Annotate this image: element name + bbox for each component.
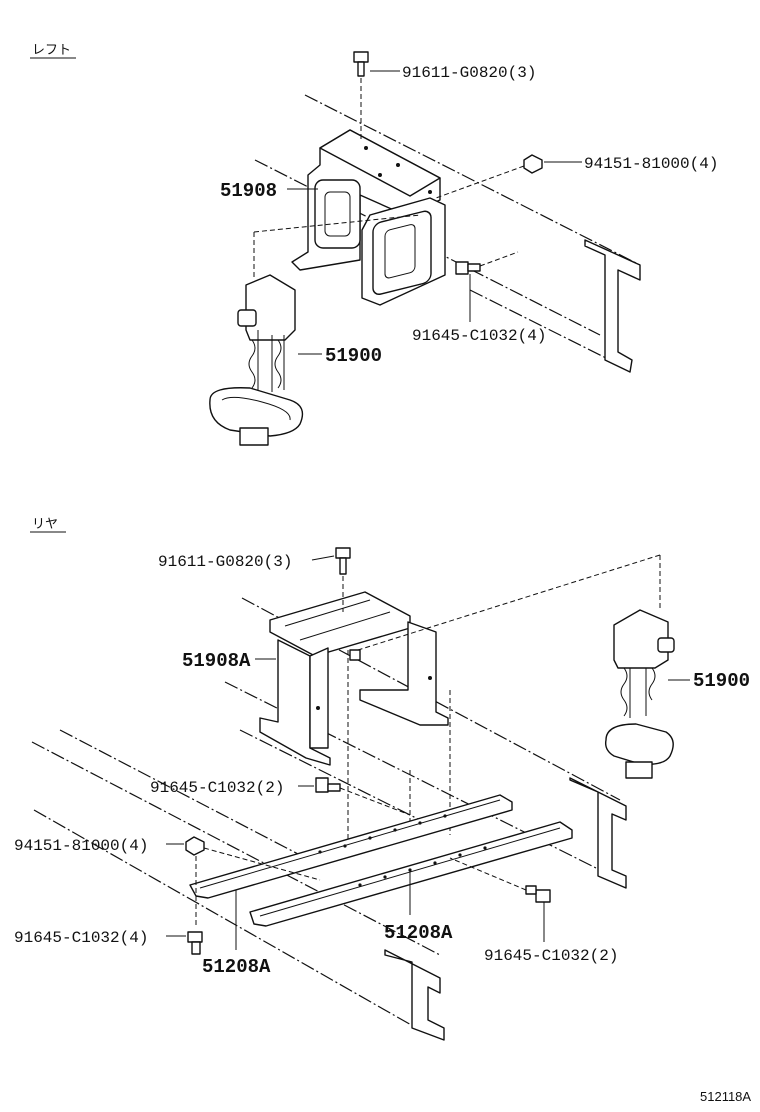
rear-label-bolt-c: 91645-C1032(2): [484, 947, 618, 965]
rear-label-bolt-b: 91645-C1032(4): [14, 929, 148, 947]
figure-code: 512118A: [700, 1089, 751, 1104]
rear-nut-icon: [185, 836, 321, 925]
rear-label-bolt-top: 91611-G0820(3): [158, 553, 292, 571]
left-label-bolt-side: 91645-C1032(4): [412, 327, 546, 345]
rear-bolt-c-icon: [449, 857, 551, 903]
rear-label-carrier: 51900: [693, 670, 750, 692]
rear-bolt-a-icon: [315, 777, 411, 816]
rear-label-rail-a: 51208A: [202, 956, 271, 978]
section-rear-title: リヤ: [32, 517, 58, 532]
left-carrier-51900: [209, 274, 304, 446]
left-bolt-top-icon: [353, 51, 369, 140]
rear-bolt-b-icon: [187, 931, 203, 955]
rear-frame-rails: [31, 597, 627, 1041]
rear-leader-bolt-top: [311, 555, 335, 561]
rear-label-bolt-a: 91645-C1032(2): [150, 779, 284, 797]
left-label-carrier: 51900: [325, 345, 382, 367]
rear-label-rail-b: 51208A: [384, 922, 453, 944]
section-left: レフト: [30, 43, 718, 446]
section-left-title: レフト: [32, 43, 71, 58]
section-rear: リヤ: [14, 517, 750, 1041]
left-label-bracket: 51908: [220, 180, 277, 202]
left-nut-icon: [435, 154, 543, 199]
left-label-bolt-top: 91611-G0820(3): [402, 64, 536, 82]
rear-label-nut: 94151-81000(4): [14, 837, 148, 855]
rear-carrier-51900: [357, 554, 675, 779]
left-bracket-51908: [291, 129, 446, 306]
left-bolt-side-icon: [253, 214, 519, 278]
left-label-nut: 94151-81000(4): [584, 155, 718, 173]
rear-bolt-top-icon: [335, 547, 351, 612]
rear-bracket-51908A: [259, 591, 451, 840]
rear-label-bracket: 51908A: [182, 650, 251, 672]
